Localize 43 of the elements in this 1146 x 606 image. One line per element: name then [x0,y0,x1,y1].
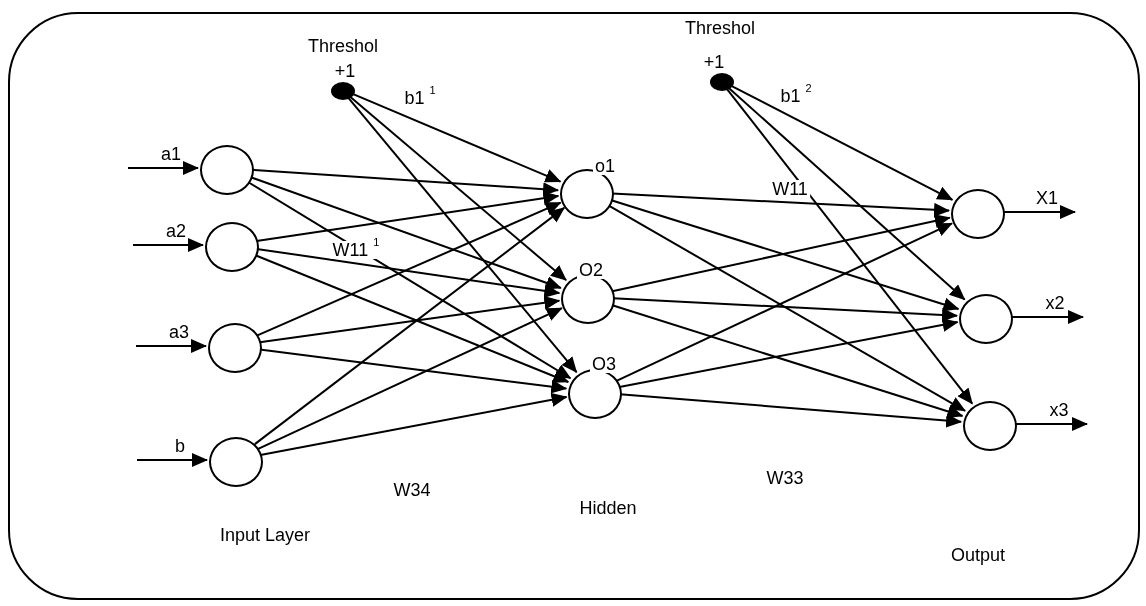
neuron-circle [209,437,263,487]
arrow [257,307,563,450]
node-caption: O2 [577,261,605,279]
edge-label: X1 [1034,189,1060,207]
node-caption: O3 [590,355,618,373]
layer-label: Output [949,546,1007,564]
neuron-circle [951,189,1005,239]
neuron-circle [205,222,259,272]
arrow [259,392,568,456]
node-caption: o1 [593,157,617,175]
arrow [136,453,208,467]
bias-node [710,73,734,91]
arrow [616,222,953,382]
arrow [135,339,207,353]
arrow [1014,417,1088,431]
arrow [1002,205,1076,219]
edge-label: a2 [164,222,188,240]
node-caption: +1 [701,53,727,71]
edge-label: a3 [167,323,191,341]
neuron-circle [959,294,1013,344]
node-caption: +1 [332,62,358,80]
neuron-circle [200,145,254,195]
arrow [611,214,951,293]
edge-label: x3 [1047,401,1071,419]
node-caption: Threshol [306,37,380,55]
neuron-circle [208,323,262,373]
edge-label: a1 [159,145,183,163]
edge-label: b [173,437,187,455]
bias-node [331,82,355,100]
arrow [127,161,199,175]
neuron-circle [963,401,1017,451]
edge-label: x2 [1043,294,1067,312]
layer-label: W34 [391,481,433,499]
layer-label: Hidden [577,499,639,517]
arrow [253,206,566,446]
layer-label: W11 [770,180,810,198]
neuron-circle [568,369,622,419]
arrow [618,318,959,388]
arrow [256,201,562,337]
node-caption: Threshol [683,19,757,37]
arrow [132,238,204,252]
layer-label: W33 [764,469,806,487]
arrow [1010,310,1084,324]
